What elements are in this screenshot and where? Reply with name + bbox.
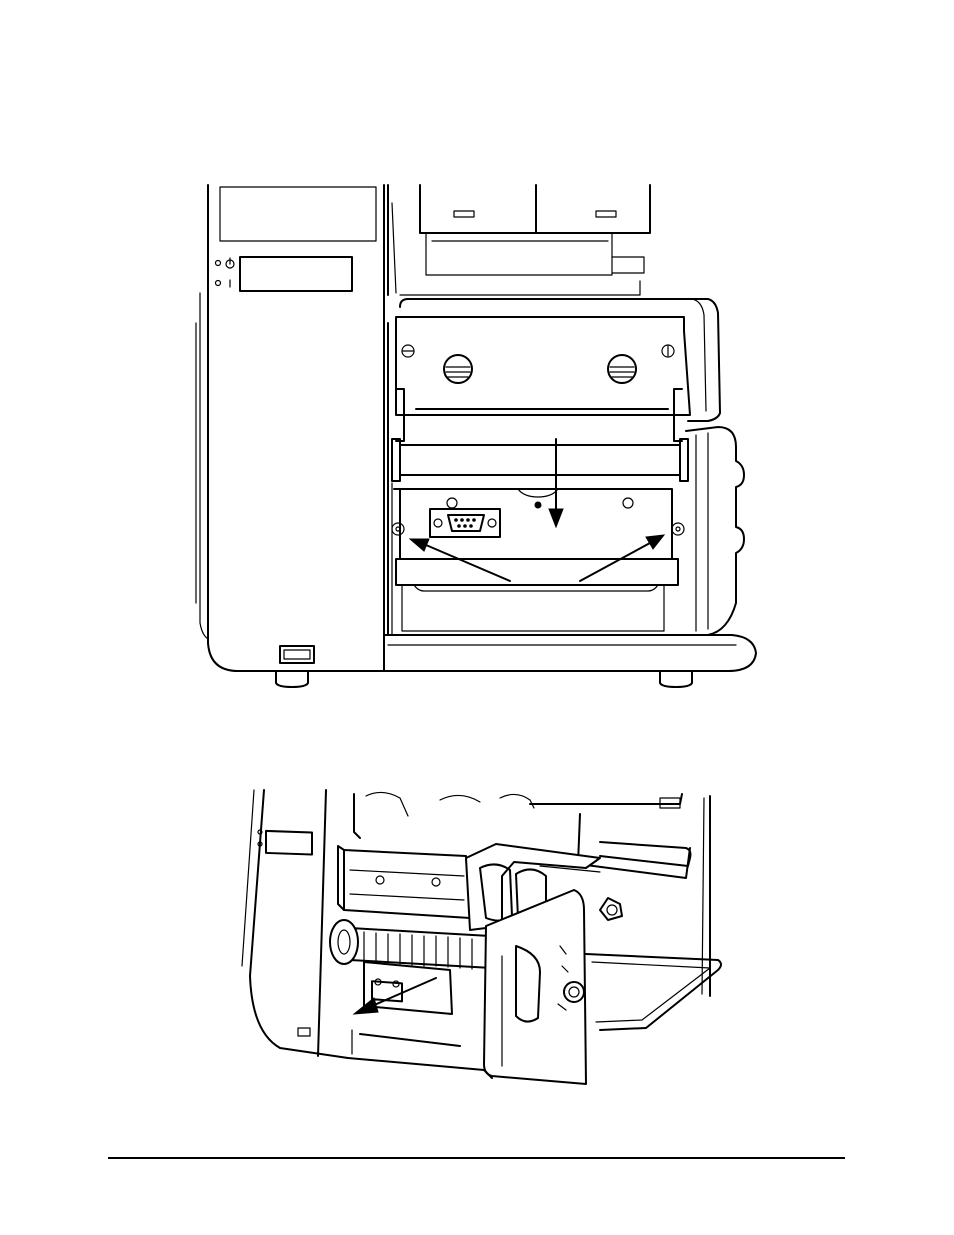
display-window	[240, 257, 352, 291]
footer-rule	[108, 1157, 845, 1159]
latch	[280, 646, 314, 663]
printhead-removal-illustration	[240, 786, 730, 1096]
printer-front-illustration	[188, 183, 768, 693]
power-icon	[226, 258, 234, 268]
serial-connector	[430, 509, 500, 537]
